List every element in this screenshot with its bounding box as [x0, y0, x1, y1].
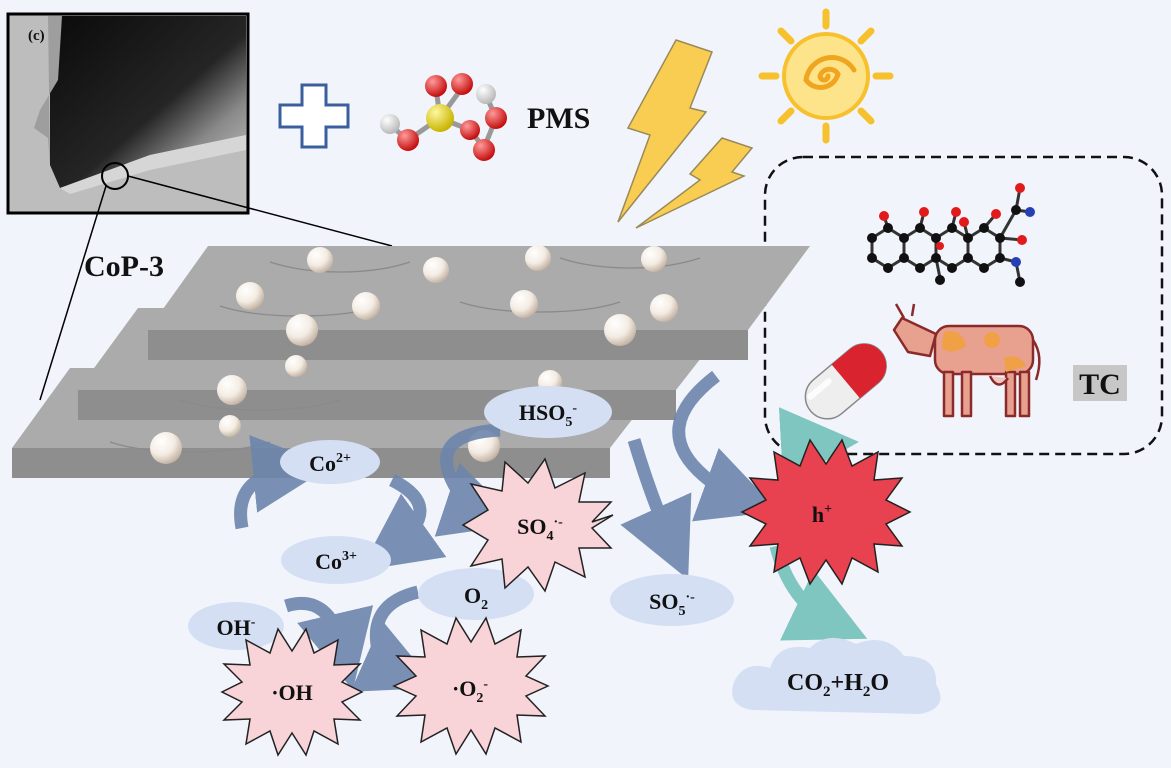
pms-molecule-icon: [380, 73, 507, 161]
svg-text:h+: h+: [812, 502, 832, 527]
sun-icon: [758, 8, 894, 144]
cow-icon: [892, 303, 1041, 418]
reaction-arrows: [234, 370, 779, 692]
species-co2-bubble: Co2+: [280, 440, 380, 484]
zoom-line-left: [39, 185, 107, 401]
oh-radical-star: ·OH: [220, 627, 364, 757]
panel-tag: (c): [28, 28, 45, 44]
pms-label: PMS: [527, 102, 590, 135]
svg-text:SO4·-: SO4·-: [517, 514, 563, 544]
tc-label-box: [1073, 365, 1127, 401]
so4-radical-star: SO4·-: [461, 457, 614, 593]
svg-text:OH-: OH-: [217, 615, 256, 640]
svg-text:Co2+: Co2+: [309, 451, 351, 476]
pill-capsule-icon: [804, 343, 887, 420]
svg-text:Co3+: Co3+: [315, 549, 357, 574]
svg-text:SO5·-: SO5·-: [649, 589, 695, 619]
catalyst-label: CoP-3: [84, 250, 164, 283]
species-hso5-bubble: HSO5-: [484, 386, 612, 438]
species-co3-bubble: Co3+: [281, 536, 391, 584]
cop-nanoparticles: [150, 245, 678, 464]
lightning-icon: [617, 39, 754, 229]
tem-inset: (c): [6, 12, 250, 215]
superoxide-radical-star: ·O2-: [392, 616, 550, 756]
svg-text:HSO5-: HSO5-: [519, 400, 577, 430]
tetracycline-molecule-icon: [867, 183, 1035, 287]
zoom-line-right: [127, 175, 393, 247]
product-cloud: CO2+H2O: [732, 637, 941, 714]
svg-text:O2: O2: [464, 583, 488, 613]
hole-star: h+: [740, 438, 912, 586]
svg-text:·OH: ·OH: [271, 680, 313, 705]
species-so5-bubble: SO5·-: [610, 574, 734, 626]
species-oh-minus-bubble: OH-: [188, 602, 284, 650]
svg-text:CO2+H2O: CO2+H2O: [787, 670, 889, 700]
plus-icon: [278, 83, 350, 149]
tc-label: TC: [1079, 368, 1121, 401]
svg-text:·O2-: ·O2-: [452, 676, 488, 706]
